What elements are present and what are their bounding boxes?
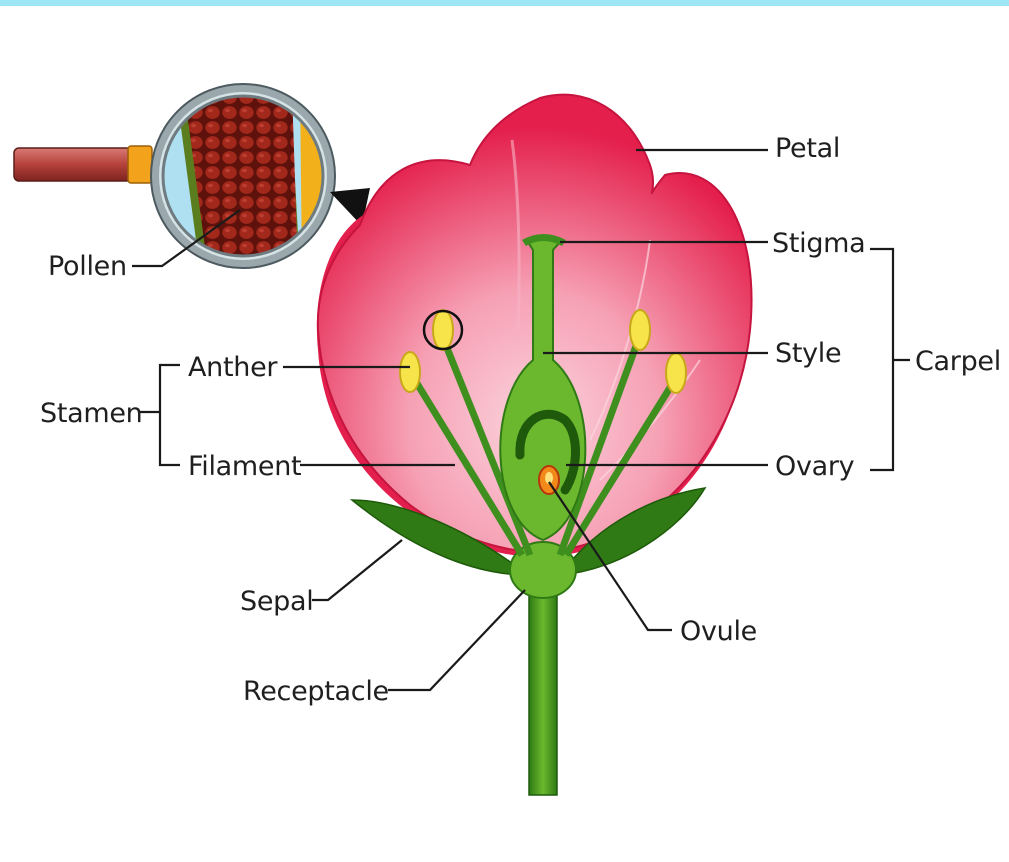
label-receptacle: Receptacle [243, 676, 389, 707]
label-pollen: Pollen [48, 251, 127, 282]
label-carpel: Carpel [915, 346, 1001, 377]
label-sepal: Sepal [240, 586, 313, 617]
label-stigma: Stigma [772, 228, 865, 259]
stem [529, 580, 557, 795]
label-stamen: Stamen [40, 398, 143, 429]
label-ovary: Ovary [775, 451, 855, 482]
label-petal: Petal [775, 133, 840, 164]
magnifying-glass-icon [14, 84, 350, 270]
label-filament: Filament [188, 451, 301, 482]
label-style: Style [775, 338, 841, 369]
label-anther: Anther [188, 352, 278, 383]
label-ovule: Ovule [680, 616, 757, 647]
